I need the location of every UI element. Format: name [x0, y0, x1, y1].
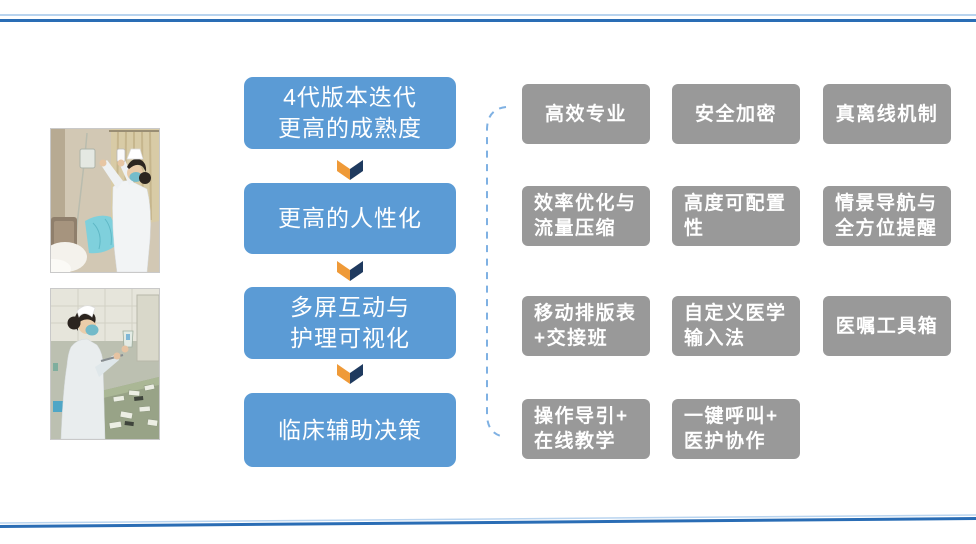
- bottom-border-line: [0, 514, 976, 528]
- flow-step-label: 更高的人性化: [278, 205, 422, 231]
- down-chevron-icon: [337, 160, 363, 180]
- feature-label: 真离线机制: [835, 103, 939, 125]
- flow-step-label: 4代版本迭代 更高的成熟度: [278, 84, 422, 141]
- feature-label: 移动排版表 +交接班: [534, 303, 637, 349]
- top-border-accent: [0, 14, 976, 16]
- flow-step-label: 多屏互动与 护理可视化: [290, 294, 410, 351]
- feature-label: 高度可配置 性: [684, 193, 787, 239]
- feature-guided-operation-elearning: 操作导引+ 在线教学: [522, 399, 650, 459]
- flow-step-clinical-decision: 临床辅助决策: [244, 393, 456, 467]
- feature-context-navigation: 情景导航与 全方位提醒: [823, 186, 951, 246]
- flow-step-humanization: 更高的人性化: [244, 183, 456, 254]
- feature-label: 效率优化与 流量压缩: [534, 193, 637, 239]
- feature-configurability: 高度可配置 性: [672, 186, 800, 246]
- feature-secure-encryption: 安全加密: [672, 84, 800, 144]
- flow-step-version-maturity: 4代版本迭代 更高的成熟度: [244, 77, 456, 149]
- photo-nurse-iv-scan: [50, 128, 160, 273]
- flow-step-multiscreen-visualization: 多屏互动与 护理可视化: [244, 287, 456, 359]
- feature-label: 一键呼叫+ 医护协作: [684, 406, 779, 452]
- feature-label: 医嘱工具箱: [835, 315, 939, 337]
- feature-true-offline: 真离线机制: [823, 84, 951, 144]
- feature-order-toolbox: 医嘱工具箱: [823, 296, 951, 356]
- feature-label: 操作导引+ 在线教学: [534, 406, 629, 452]
- feature-onekey-call-collaboration: 一键呼叫+ 医护协作: [672, 399, 800, 459]
- top-border-line: [0, 19, 976, 22]
- dashed-brace: [486, 106, 507, 438]
- feature-label: 高效专业: [544, 103, 627, 125]
- feature-custom-medical-ime: 自定义医学 输入法: [672, 296, 800, 356]
- feature-label: 安全加密: [694, 103, 777, 125]
- feature-label: 自定义医学 输入法: [684, 303, 787, 349]
- feature-efficiency-compression: 效率优化与 流量压缩: [522, 186, 650, 246]
- feature-efficient-professional: 高效专业: [522, 84, 650, 144]
- flow-step-label: 临床辅助决策: [278, 416, 422, 443]
- photo-nurse-medication: [50, 288, 160, 440]
- down-chevron-icon: [337, 364, 363, 384]
- down-chevron-icon: [337, 261, 363, 281]
- feature-label: 情景导航与 全方位提醒: [835, 193, 938, 239]
- feature-mobile-scheduling-handover: 移动排版表 +交接班: [522, 296, 650, 356]
